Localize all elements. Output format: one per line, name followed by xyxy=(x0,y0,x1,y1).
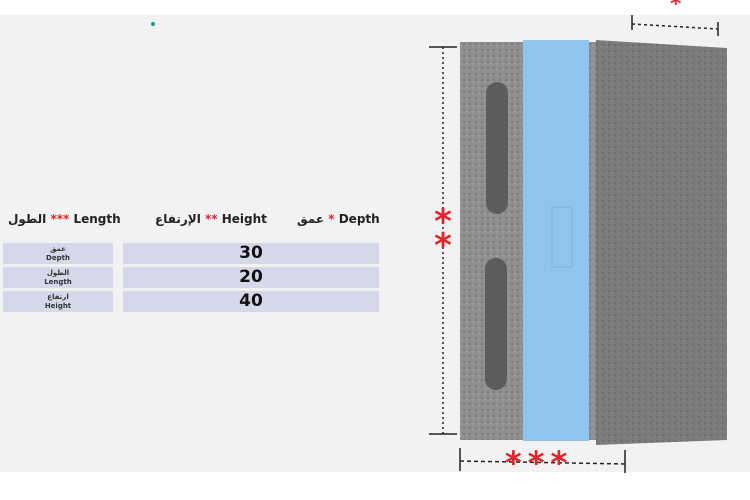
block-cavity xyxy=(486,82,508,214)
block-side-face xyxy=(596,40,727,445)
row-value-depth: 30 xyxy=(123,243,379,264)
header-height: الإرتفاع ** Height xyxy=(155,212,267,226)
height-marker: ** xyxy=(434,202,452,266)
block-cavity xyxy=(485,258,507,390)
row-value-height: 40 xyxy=(123,291,379,312)
insulation-label-mark xyxy=(551,206,573,268)
length-marker: *** xyxy=(505,444,574,482)
insulation-strip xyxy=(523,40,589,441)
row-value-length: 20 xyxy=(123,267,379,288)
decorative-dot xyxy=(151,22,155,26)
header-depth: عمق * Depth xyxy=(297,212,380,226)
depth-marker: * xyxy=(670,0,682,17)
header-length: الطول *** Length xyxy=(8,212,121,226)
